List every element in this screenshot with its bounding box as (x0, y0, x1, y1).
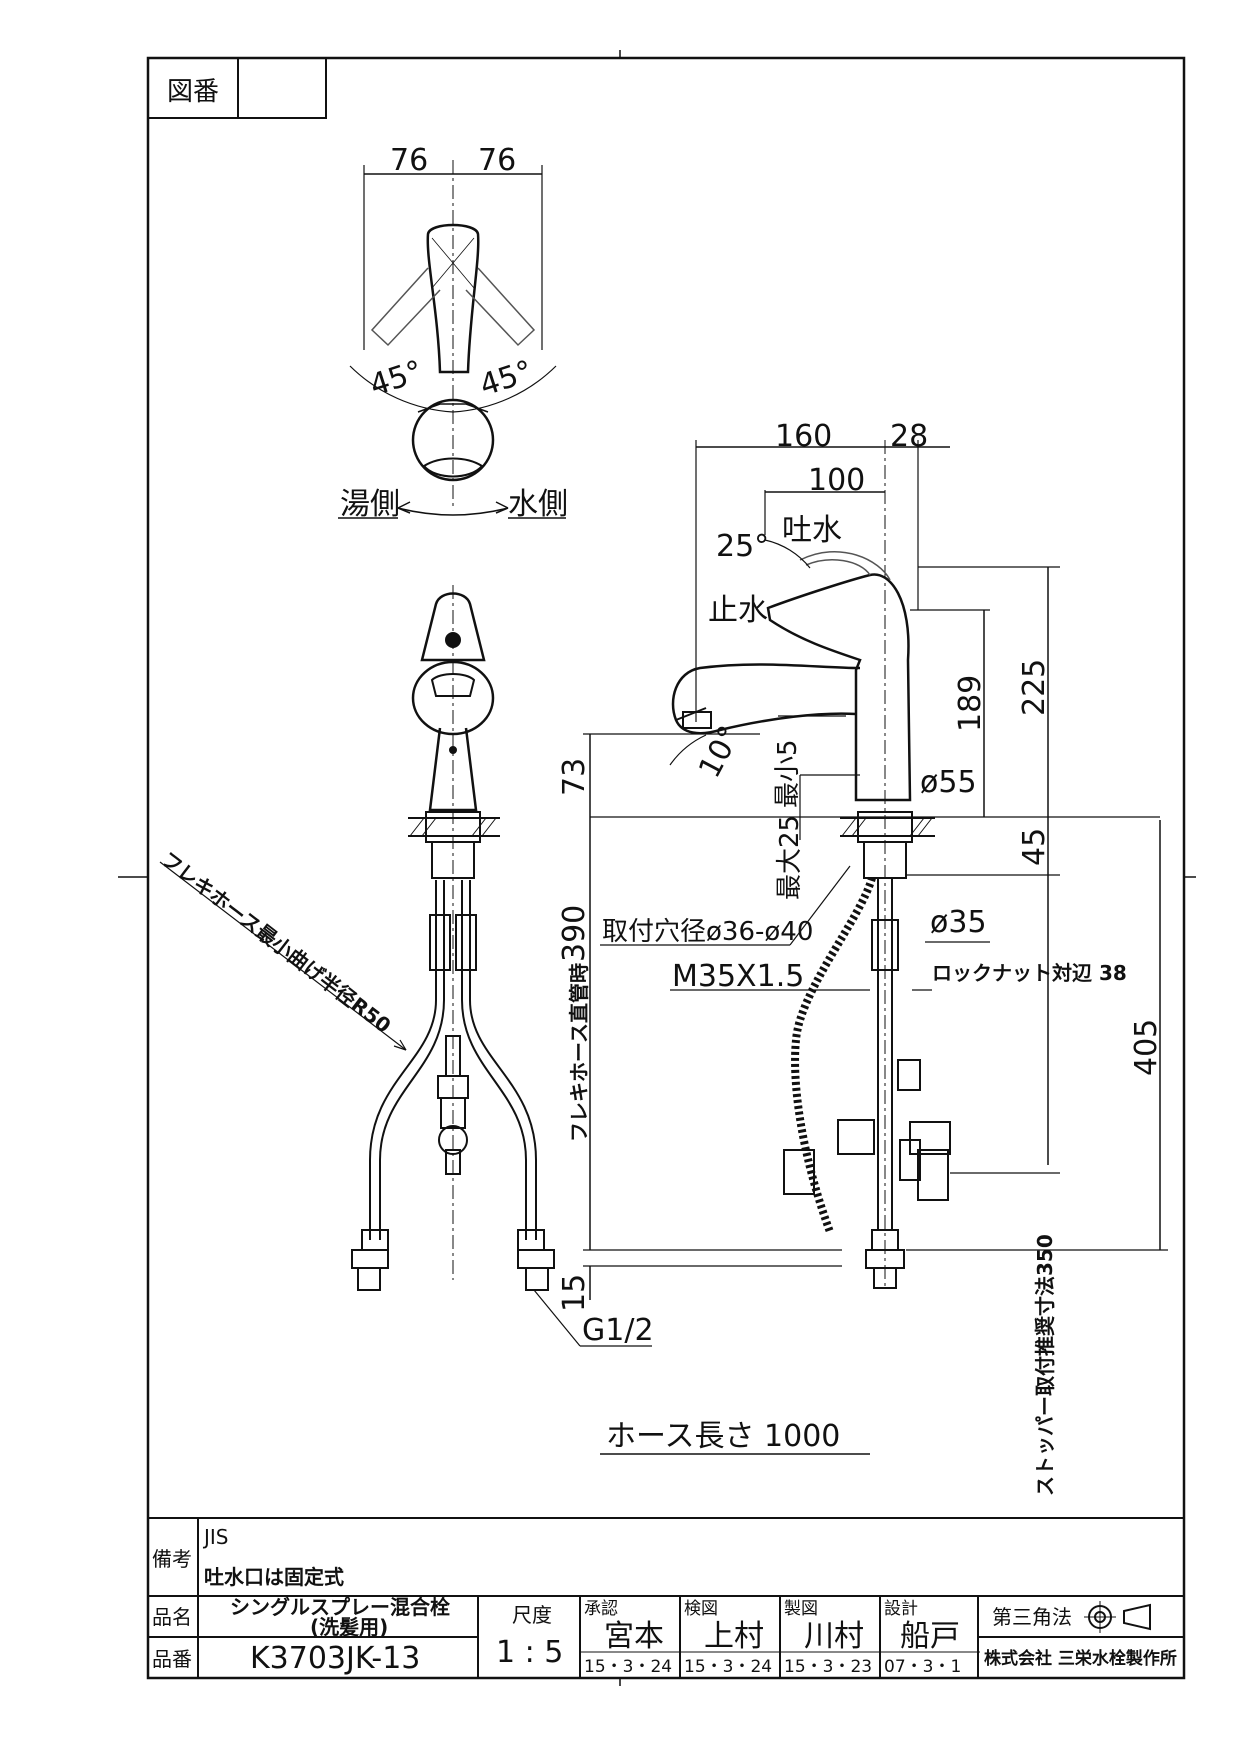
title-block (148, 1517, 1184, 1678)
projection-label: 第三角法 (992, 1605, 1072, 1629)
drawing-number-box: 図番 (147, 57, 327, 119)
side-dim-160: 160 (775, 419, 832, 454)
side-dim-225: 225 (1017, 659, 1052, 716)
design-name: 船戸 (900, 1619, 960, 1654)
side-dim-45: 45 (1017, 828, 1052, 866)
remark-1: JIS (202, 1525, 229, 1549)
dia-55-label: ø55 (920, 765, 977, 800)
side-view (583, 440, 1168, 1300)
spout-close-label: 止水 (708, 593, 768, 628)
drawn-label: 製図 (784, 1599, 818, 1619)
approved-name: 宮本 (604, 1619, 664, 1654)
top-view (338, 160, 566, 519)
front-view (159, 585, 652, 1347)
remarks-label: 備考 (152, 1547, 192, 1571)
side-dim-390: 390 (557, 905, 592, 962)
product-name-label: 品名 (152, 1605, 192, 1629)
drawn-name: 川村 (804, 1619, 864, 1654)
stopper-label: ストッパー取付推奨寸法350 (1033, 1234, 1057, 1496)
mount-hole-label: 取付穴径ø36-ø40 (602, 917, 813, 947)
remark-2: 吐水口は固定式 (204, 1565, 344, 1589)
locknut-label: ロックナット対辺 38 (932, 961, 1127, 985)
company-name: 株式会社 三栄水栓製作所 (984, 1648, 1177, 1669)
design-date: 07・3・1 (884, 1657, 961, 1677)
design-label: 設計 (884, 1599, 918, 1619)
top-dim-left: 76 (390, 143, 428, 178)
sheet-border (146, 56, 1186, 1680)
product-number: K3703JK-13 (250, 1641, 420, 1676)
scale-value: 1 : 5 (496, 1635, 563, 1670)
thread-label: M35X1.5 (672, 959, 804, 994)
side-dim-15: 15 (557, 1274, 592, 1312)
hot-side-label: 湯側 (340, 487, 400, 522)
side-dim-405: 405 (1129, 1019, 1164, 1076)
angle-10-label: 10° (692, 720, 748, 783)
side-dim-189: 189 (953, 675, 988, 732)
scale-label: 尺度 (512, 1603, 552, 1627)
side-dim-28: 28 (890, 419, 928, 454)
top-angle-left: 45° (366, 354, 427, 404)
cold-side-label: 水側 (508, 487, 568, 522)
approved-label: 承認 (584, 1599, 618, 1619)
spout-open-label: 吐水 (782, 513, 842, 548)
side-dim-73: 73 (557, 758, 592, 796)
max-25-label: 最大25 (775, 815, 805, 900)
bend-radius-label: フレキホース最小曲げ半径R50 (157, 847, 396, 1038)
top-dim-right: 76 (478, 143, 516, 178)
hose-straight-label: フレキホース直管時 (567, 963, 591, 1142)
min-5-label: 最小5 (773, 739, 803, 808)
product-name-line1: シングルスプレー混合栓 (230, 1595, 450, 1619)
approved-date: 15・3・24 (584, 1657, 672, 1677)
dia-35-label: ø35 (930, 905, 987, 940)
checked-name: 上村 (704, 1619, 764, 1654)
hose-length-label: ホース長さ 1000 (606, 1419, 840, 1454)
angle-25-label: 25° (716, 529, 769, 564)
side-dim-100: 100 (808, 463, 865, 498)
drawing-number-label: 図番 (167, 77, 219, 107)
product-name-line2: (洗髪用) (310, 1615, 388, 1639)
checked-label: 検図 (684, 1599, 718, 1619)
drawn-date: 15・3・23 (784, 1657, 872, 1677)
checked-date: 15・3・24 (684, 1657, 772, 1677)
product-number-label: 品番 (152, 1647, 192, 1671)
g12-label: G1/2 (582, 1313, 654, 1348)
top-angle-right: 45° (476, 354, 537, 404)
